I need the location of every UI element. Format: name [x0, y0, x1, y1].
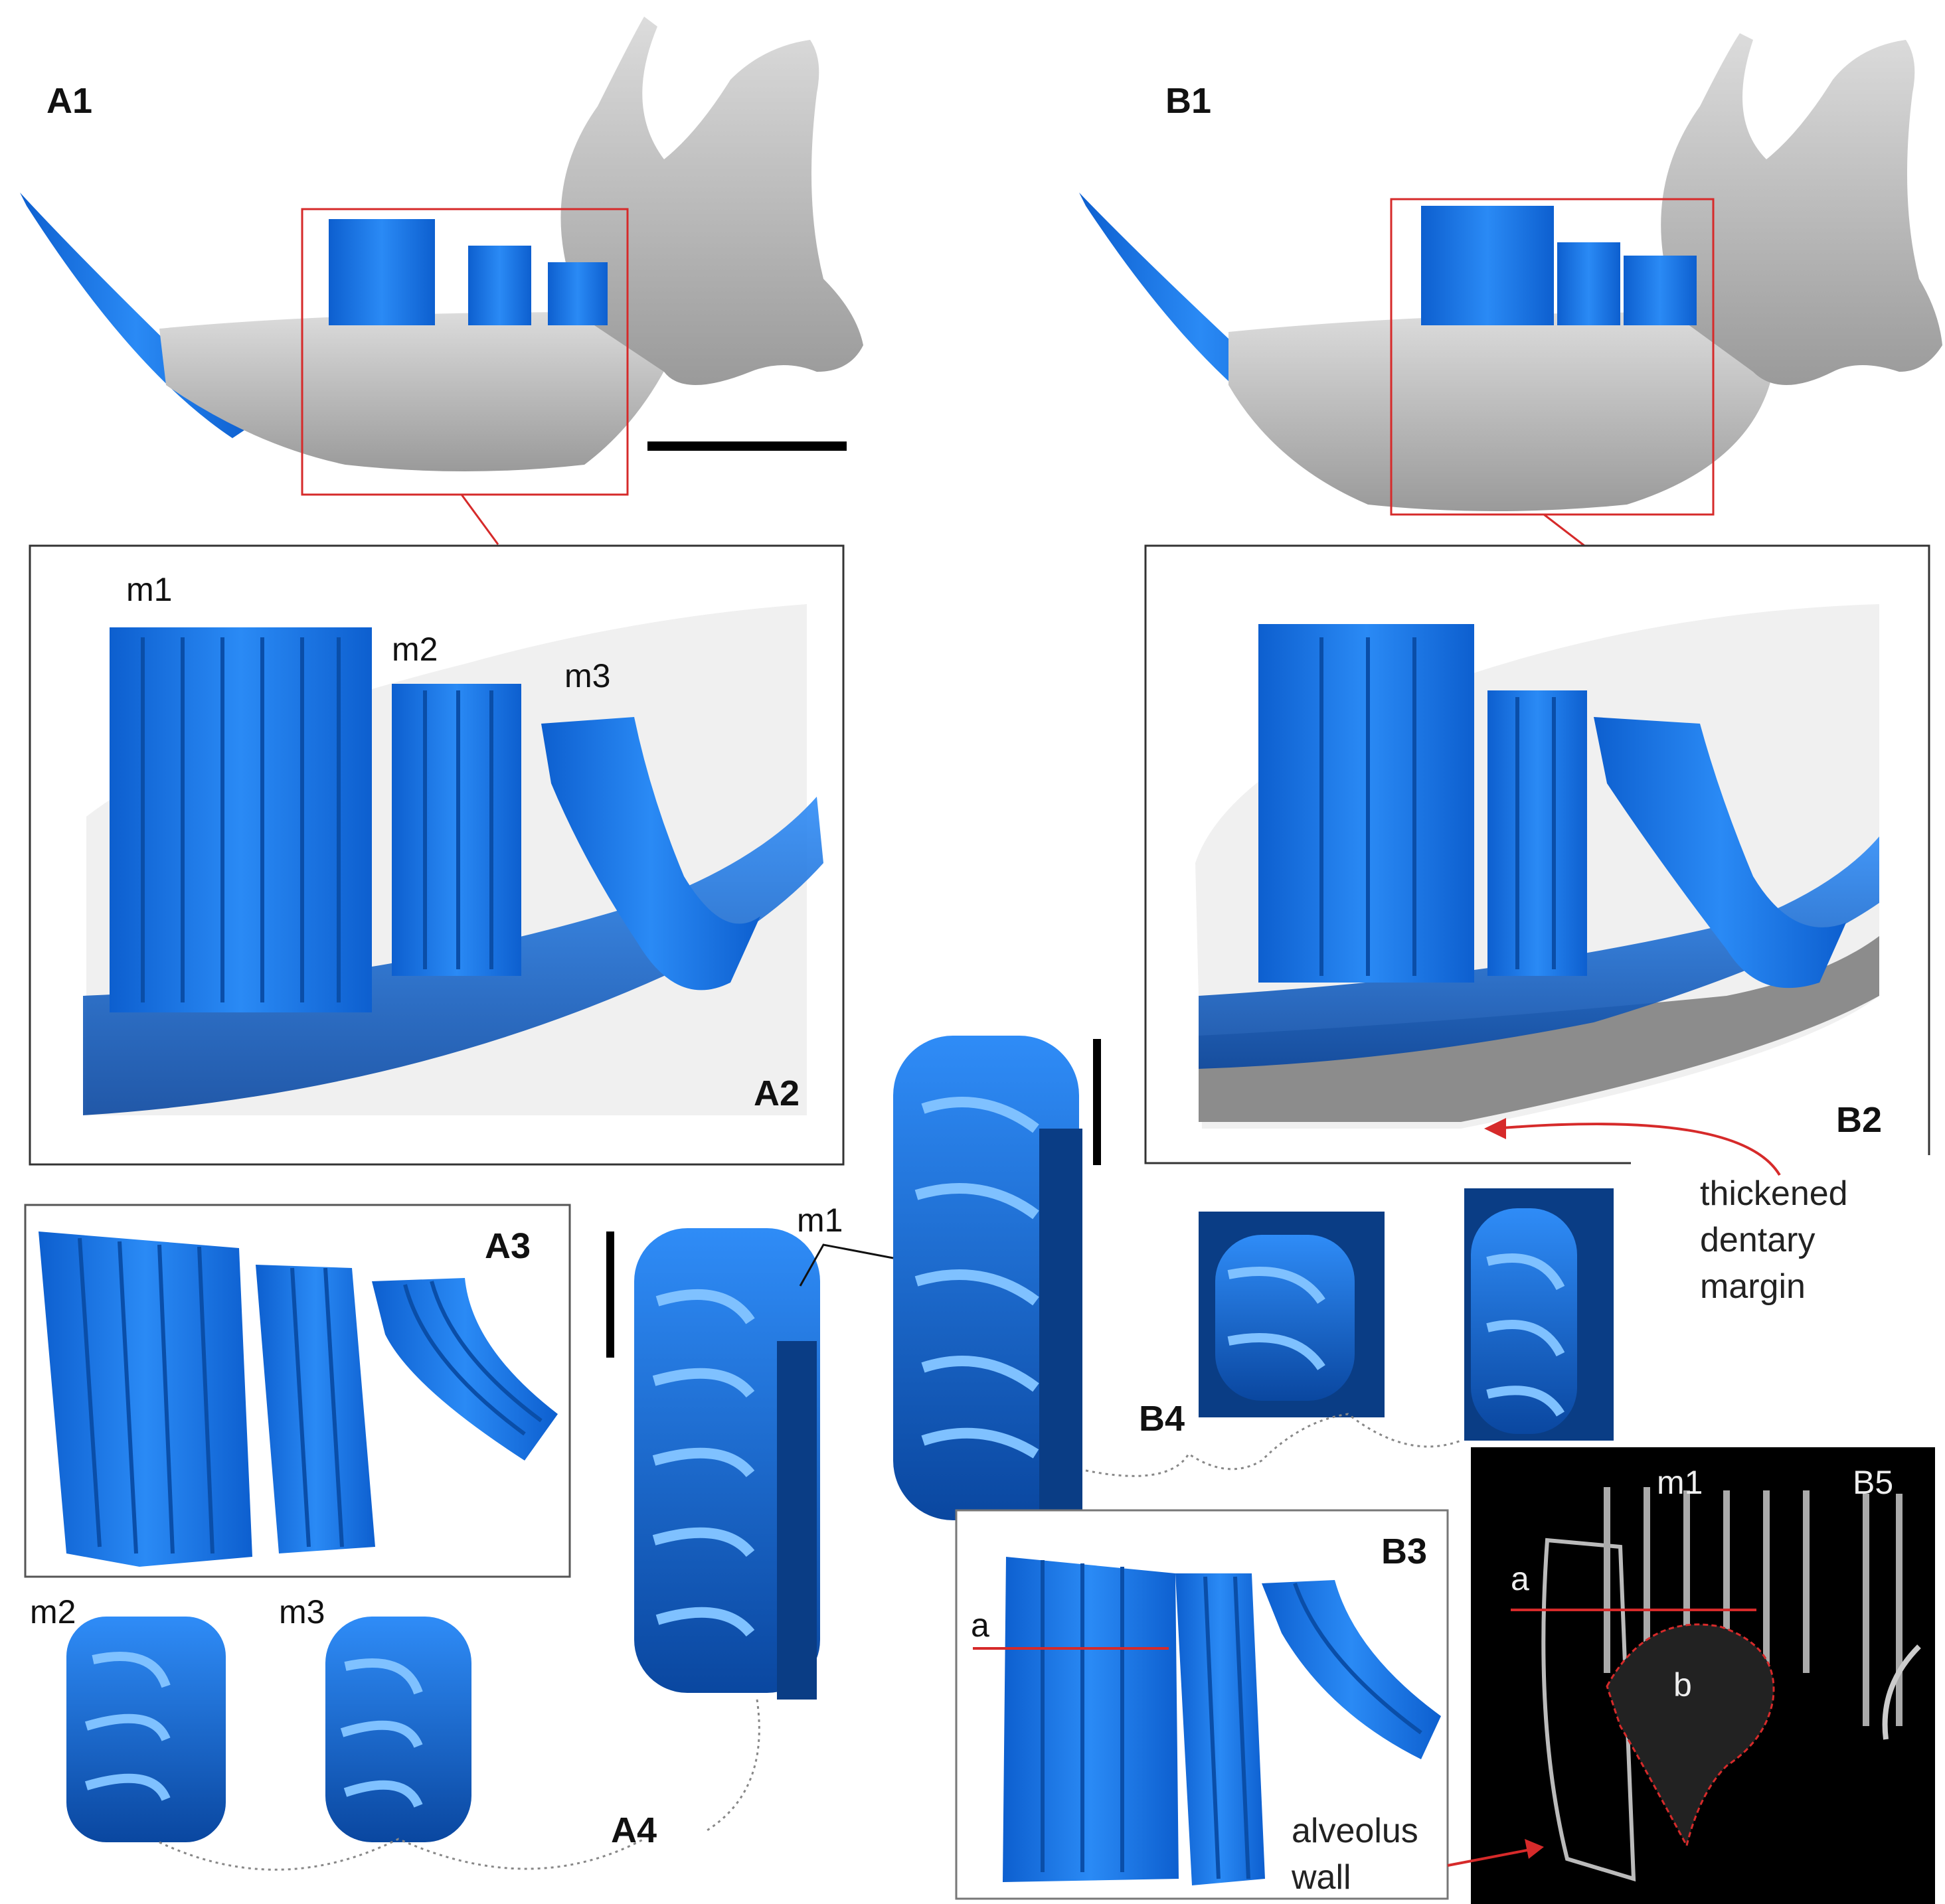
label-a4-m3: m3 — [279, 1593, 325, 1630]
label-b5-b: b — [1673, 1666, 1692, 1704]
label-b3-a: a — [971, 1607, 989, 1644]
label-b1: B1 — [1165, 81, 1211, 121]
label-a4-m2: m2 — [30, 1593, 76, 1630]
label-wall: wall — [1291, 1858, 1351, 1897]
panel-labels: A1 B1 A2 B2 A3 A4 B3 B4 B5 — [46, 81, 1893, 1850]
label-a3: A3 — [485, 1226, 531, 1266]
panel-b4-occlusal — [799, 1036, 1614, 1520]
label-b5: B5 — [1853, 1464, 1893, 1501]
panel-a4-occlusal — [66, 1228, 820, 1871]
panel-b2-zoom — [1144, 544, 1936, 1176]
label-m1-occlusal: m1 — [797, 1202, 843, 1239]
label-alveolus: alveolus — [1292, 1812, 1418, 1850]
label-a1: A1 — [46, 81, 92, 121]
label-a2-m2: m2 — [392, 631, 438, 668]
label-b5-m1: m1 — [1657, 1464, 1703, 1501]
label-b2: B2 — [1836, 1100, 1882, 1140]
label-b4: B4 — [1139, 1399, 1185, 1439]
tooth-labels: m1 m2 m3 m2 m3 m1 m1 — [30, 571, 1703, 1630]
annotation-labels: thickened dentary margin alveolus wall a… — [971, 1174, 1848, 1897]
label-margin: margin — [1700, 1267, 1806, 1306]
label-thickened: thickened — [1700, 1174, 1848, 1213]
label-b3: B3 — [1381, 1532, 1427, 1571]
panel-b3-molar-rows — [955, 1509, 1449, 1900]
panel-a3-molar-rows — [24, 1204, 571, 1578]
panel-a2-zoom — [29, 544, 845, 1166]
panel-b1-mandible — [1079, 33, 1942, 549]
label-a4: A4 — [611, 1810, 657, 1850]
label-dentary: dentary — [1700, 1221, 1815, 1259]
panel-b5-ct-slice — [1447, 1447, 1935, 1904]
label-a2-m3: m3 — [564, 657, 610, 694]
panel-a1-mandible — [20, 17, 863, 545]
label-a2: A2 — [754, 1073, 800, 1113]
label-b5-a: a — [1511, 1560, 1529, 1597]
label-a2-m1: m1 — [126, 571, 172, 608]
